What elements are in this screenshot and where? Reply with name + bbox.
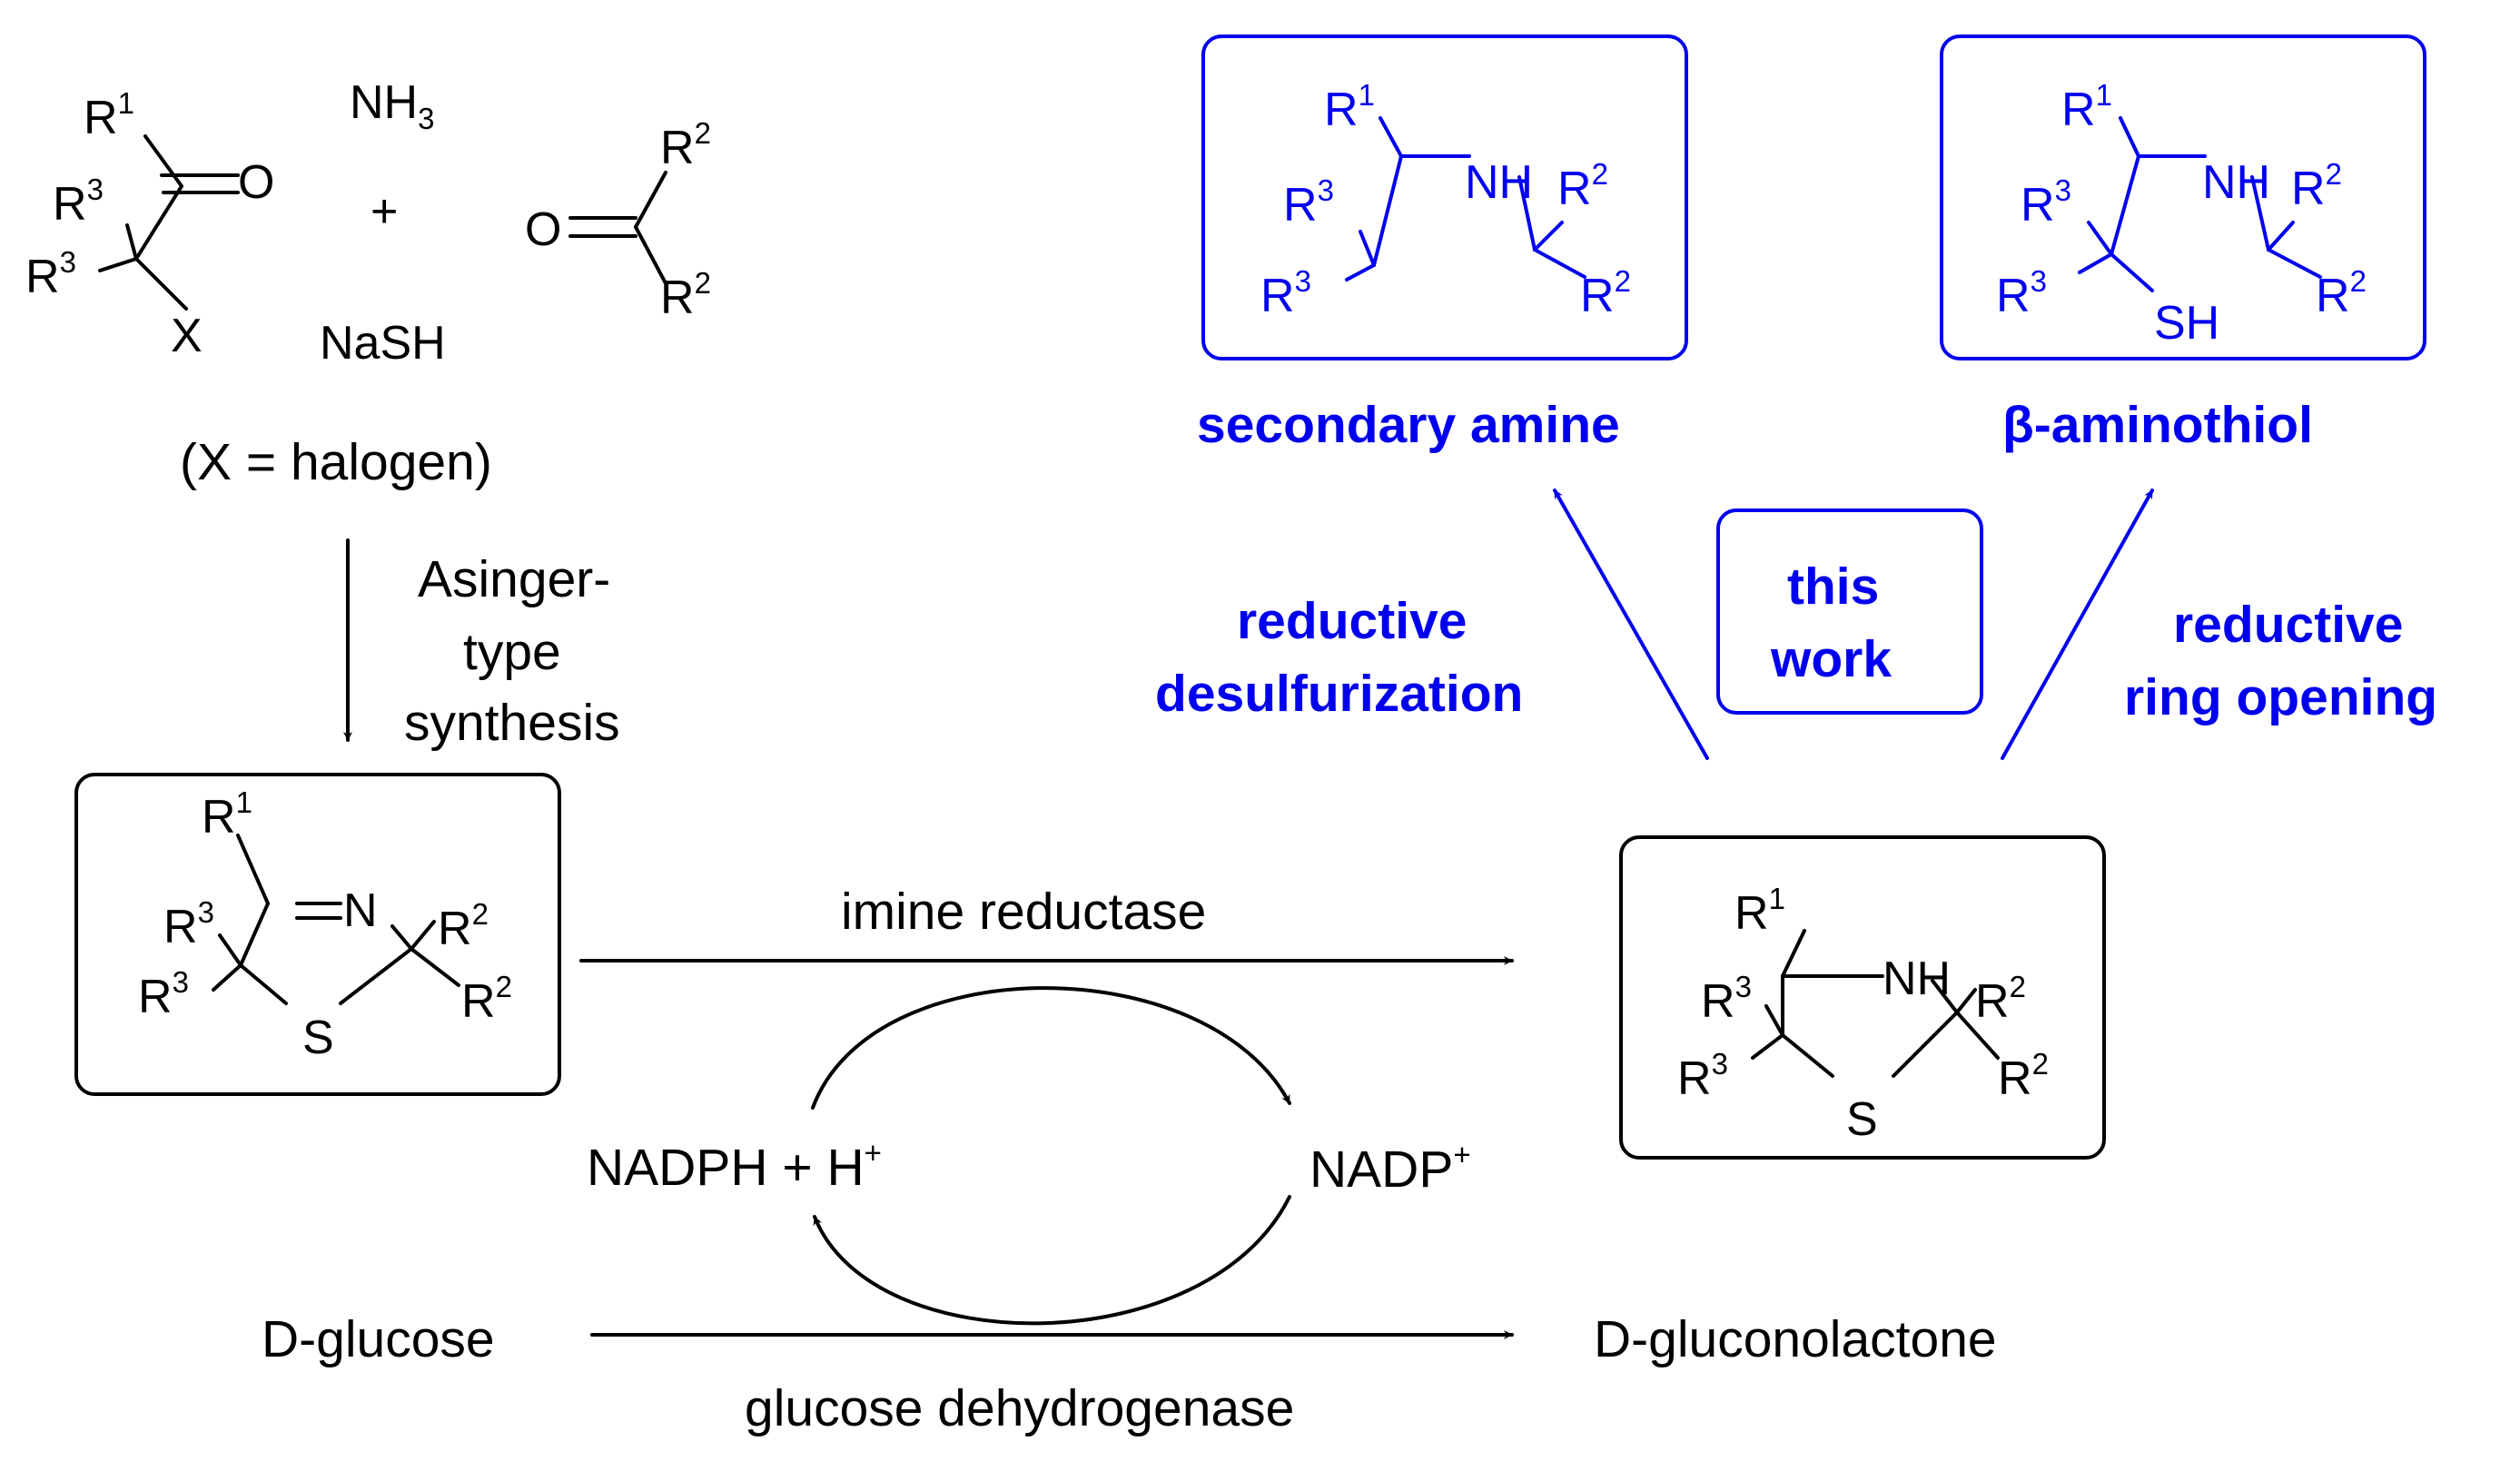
d-glucose-label: D-glucose: [262, 1310, 495, 1368]
secondary-amine-label: secondary amine: [1197, 396, 1620, 454]
atom-r3-b: R3: [138, 965, 189, 1023]
atom-s: S: [302, 1012, 334, 1064]
atom-r2-b: R2: [461, 970, 512, 1028]
ketone: O R2 R2: [525, 116, 711, 324]
atom-r2-a: R2: [660, 116, 711, 174]
atom-r2-b: R2: [660, 266, 711, 324]
atom-r3-b: R3: [1260, 264, 1311, 322]
atom-r3-a: R3: [1283, 173, 1334, 232]
atom-r1: R1: [202, 785, 252, 844]
secondary-amine: R1 NH R3 R3 R2 R2: [1260, 78, 1631, 322]
halogen-condition: (X = halogen): [180, 433, 492, 491]
ring-opening-arrow: [2001, 489, 2154, 760]
atom-r2-a: R2: [1557, 157, 1608, 215]
asinger-label-1: Asinger-: [418, 550, 610, 608]
nadp-label: NADP+: [1309, 1138, 1471, 1199]
beta-aminothiol: R1 NH R3 R3 SH R2 R2: [1996, 78, 2367, 350]
atom-o: O: [525, 203, 561, 256]
imine-reductase-label: imine reductase: [841, 883, 1206, 941]
atom-r3-b: R3: [1677, 1047, 1728, 1105]
d-gluconolactone-label: D-gluconolactone: [1594, 1310, 1997, 1368]
atom-r2-a: R2: [1975, 970, 2026, 1028]
atom-x: X: [171, 310, 203, 362]
cofactor-cycle-lower-arc: [813, 1195, 1291, 1326]
atom-r3-b: R3: [25, 245, 76, 303]
atom-o: O: [238, 156, 274, 209]
plus-sign: +: [371, 185, 398, 238]
atom-r2-a: R2: [2291, 157, 2342, 215]
atom-r3-b: R3: [1996, 264, 2047, 322]
atom-r2-b: R2: [1998, 1047, 2049, 1105]
ring-opening-label-1: reductive: [2173, 596, 2403, 654]
thiazoline-box: [74, 773, 561, 1096]
ring-opening-label-2: ring opening: [2124, 668, 2437, 726]
atom-r3-a: R3: [1701, 970, 1752, 1028]
nash-label: NaSH: [320, 317, 446, 370]
this-work-label-2: work: [1770, 630, 1892, 688]
asinger-label-3: synthesis: [404, 694, 620, 752]
thiazolidine-box: [1619, 835, 2106, 1160]
alpha-halo-ketone: R1 O R3 R3 X: [25, 86, 274, 362]
atom-nh: NH: [1465, 156, 1533, 209]
beta-aminothiol-label: β-aminothiol: [2002, 396, 2313, 454]
atom-r3-a: R3: [53, 173, 104, 231]
atom-r1: R1: [1734, 882, 1785, 940]
atom-r2-b: R2: [2316, 264, 2367, 322]
this-work-box: [1716, 508, 1983, 715]
atom-r1: R1: [2061, 78, 2112, 136]
thiazolidine: R1 NH R3 R3 S R2 R2: [1677, 882, 2049, 1146]
secondary-amine-box: [1201, 35, 1688, 360]
atom-r1: R1: [1324, 78, 1375, 136]
desulfurization-arrow: [1553, 489, 1709, 760]
glucose-dehydrogenase-label: glucose dehydrogenase: [745, 1379, 1294, 1437]
beta-aminothiol-box: [1940, 35, 2426, 360]
atom-nh: NH: [2202, 156, 2270, 209]
atom-nh: NH: [1883, 953, 1951, 1005]
asinger-label-2: type: [463, 623, 561, 681]
nh3-label: NH3: [350, 76, 434, 135]
atom-r2-a: R2: [438, 897, 489, 955]
atom-n: N: [343, 884, 378, 937]
this-work-label-1: this: [1787, 558, 1879, 616]
cofactor-cycle-upper-arc: [811, 986, 1291, 1110]
atom-r2-b: R2: [1580, 264, 1631, 322]
atom-s: S: [1846, 1093, 1878, 1146]
atom-r3-a: R3: [2021, 173, 2071, 232]
nadph-label: NADPH + H+: [587, 1136, 882, 1197]
atom-r1: R1: [84, 86, 134, 144]
atom-r3-a: R3: [163, 895, 214, 953]
thiazoline: R1 N R3 R3 S R2 R2: [138, 785, 512, 1064]
desulfurization-label-1: reductive: [1237, 592, 1467, 650]
atom-sh: SH: [2154, 297, 2219, 350]
desulfurization-label-2: desulfurization: [1155, 665, 1523, 723]
